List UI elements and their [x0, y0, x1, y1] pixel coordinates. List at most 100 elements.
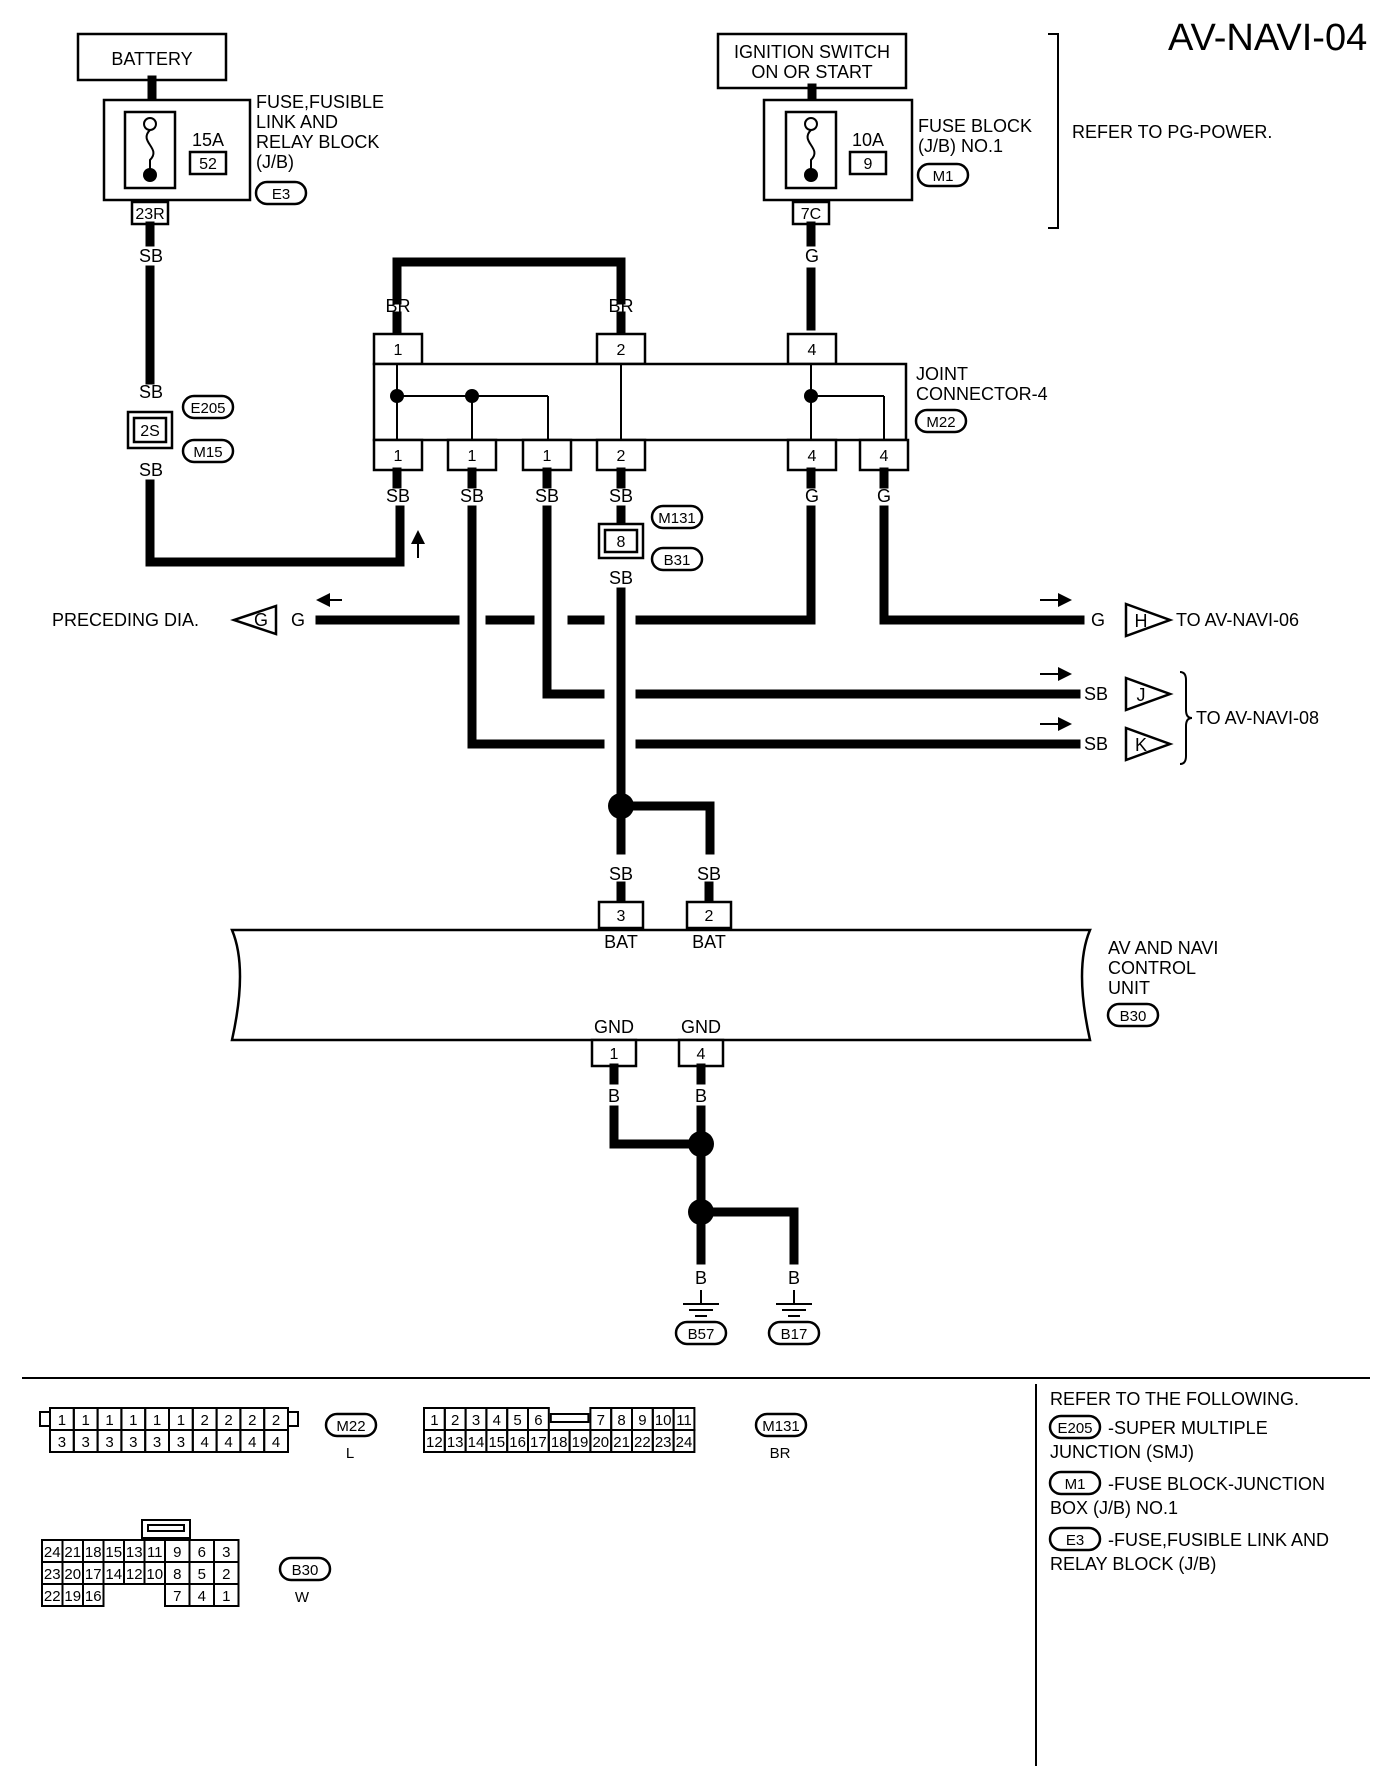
m131-cell: 17 — [530, 1434, 547, 1451]
wire-color: SB — [609, 486, 633, 506]
b30-cell: 20 — [64, 1566, 81, 1583]
ground-b17-id: B17 — [781, 1326, 808, 1343]
battery-box — [76, 32, 228, 82]
m131-cell: 12 — [426, 1434, 443, 1451]
ignition-box — [716, 32, 908, 90]
m131-cell: 5 — [513, 1412, 521, 1429]
refer-item-text: -FUSE,FUSIBLE LINK AND — [1108, 1530, 1329, 1550]
unit-pin-name: GND — [594, 1017, 634, 1037]
wire-color: SB — [139, 382, 163, 402]
b30-cell: 2 — [222, 1566, 230, 1583]
fuse-right-num: 9 — [864, 156, 873, 173]
fuse-right-icon — [806, 129, 816, 170]
m22-cell: 3 — [129, 1434, 137, 1451]
joint-label-1: JOINT — [916, 364, 968, 384]
wire-br-loop — [392, 257, 626, 305]
m131-cell: 7 — [597, 1412, 605, 1429]
b30-cell: 4 — [198, 1588, 206, 1605]
ignition-label-2: ON OR START — [751, 62, 872, 82]
m131-cell: 16 — [509, 1434, 526, 1451]
unit-pin-name: GND — [681, 1017, 721, 1037]
fuse-left-inner — [123, 110, 177, 190]
wire-color: SB — [139, 460, 163, 480]
joint-bottom-pin: 4 — [808, 448, 817, 465]
conn-b30-id: B30 — [1120, 1008, 1147, 1025]
unit-label-3: UNIT — [1108, 978, 1150, 998]
fuse-left-label-1: FUSE,FUSIBLE — [256, 92, 384, 112]
b30-cell: 13 — [126, 1544, 143, 1561]
refer-item-text: -FUSE BLOCK-JUNCTION — [1108, 1474, 1325, 1494]
conn-m15-id: M15 — [193, 444, 222, 461]
wire-color: SB — [460, 486, 484, 506]
wire-color: G — [1091, 610, 1105, 630]
joint-bottom-pin: 2 — [617, 448, 626, 465]
offpage-k-letter: K — [1135, 735, 1147, 755]
refer-item-text: -SUPER MULTIPLE — [1108, 1418, 1268, 1438]
wire-color: SB — [697, 864, 721, 884]
to-av-navi-06: TO AV-NAVI-06 — [1176, 610, 1299, 630]
fuse-left-label-4: (J/B) — [256, 152, 294, 172]
joint-label-2: CONNECTOR-4 — [916, 384, 1048, 404]
joint-bottom-pin: 1 — [468, 448, 477, 465]
m131-cell: 3 — [472, 1412, 480, 1429]
b30-cell: 12 — [126, 1566, 143, 1583]
m22-cell: 3 — [82, 1434, 90, 1451]
m22-cell: 4 — [201, 1434, 209, 1451]
m131-face-id: M131 — [762, 1418, 800, 1435]
fuse-left-num: 52 — [199, 156, 217, 173]
offpage-h-connector — [1124, 602, 1174, 638]
m131-cell: 6 — [534, 1412, 542, 1429]
b30-cell: 6 — [198, 1544, 206, 1561]
m131-cell: 20 — [592, 1434, 609, 1451]
refer-item-text: BOX (J/B) NO.1 — [1050, 1498, 1178, 1518]
b30-cell: 1 — [222, 1588, 230, 1605]
conn-b31-id: B31 — [664, 552, 691, 569]
b30-cell: 3 — [222, 1544, 230, 1561]
offpage-j-letter: J — [1137, 685, 1146, 705]
b30-cell: 10 — [146, 1566, 163, 1583]
b30-cell: 23 — [44, 1566, 61, 1583]
b30-cell: 18 — [85, 1544, 102, 1561]
m22-cell: 3 — [177, 1434, 185, 1451]
m131-cell: 10 — [655, 1412, 672, 1429]
m22-cell: 1 — [129, 1412, 137, 1429]
m22-cell: 2 — [248, 1412, 256, 1429]
ground-b17 — [767, 1320, 821, 1346]
b30-cell: 14 — [105, 1566, 122, 1583]
wire-sb-smj — [145, 479, 405, 567]
m22-cell: 1 — [58, 1412, 66, 1429]
fuse-left-icon — [145, 129, 155, 170]
refer-item-id: E205 — [1057, 1420, 1092, 1437]
conn-m22-id: M22 — [926, 414, 955, 431]
offpage-h-letter: H — [1135, 611, 1148, 631]
offpage-g-letter: G — [254, 610, 268, 630]
joint-connector-body — [372, 362, 908, 442]
b30-face-id: B30 — [292, 1562, 319, 1579]
wire-sb-k — [467, 505, 605, 749]
m131-cell: 8 — [617, 1412, 625, 1429]
unit-label-2: CONTROL — [1108, 958, 1196, 978]
m22-cell: 3 — [153, 1434, 161, 1451]
b30-cell: 16 — [85, 1588, 102, 1605]
unit-pin: 3 — [617, 908, 626, 925]
m131-cell: 11 — [676, 1412, 692, 1429]
m131-cell: 19 — [572, 1434, 589, 1451]
m22-cell: 2 — [224, 1412, 232, 1429]
m22-cell: 4 — [248, 1434, 256, 1451]
b30-cell: 24 — [44, 1544, 61, 1561]
wire-g-h — [879, 505, 1085, 625]
m131-cell: 4 — [493, 1412, 501, 1429]
wire-color: SB — [535, 486, 559, 506]
unit-pin: 4 — [697, 1046, 706, 1063]
unit-pin: 2 — [705, 908, 714, 925]
b30-cell: 21 — [64, 1544, 81, 1561]
wire-color: B — [695, 1086, 707, 1106]
wire-color: B — [695, 1268, 707, 1288]
m131-cell: 9 — [638, 1412, 646, 1429]
b30-cell: 19 — [64, 1588, 81, 1605]
page-id: AV-NAVI-04 — [1168, 17, 1367, 59]
m131-cell: 23 — [655, 1434, 672, 1451]
wire-color: SB — [386, 486, 410, 506]
